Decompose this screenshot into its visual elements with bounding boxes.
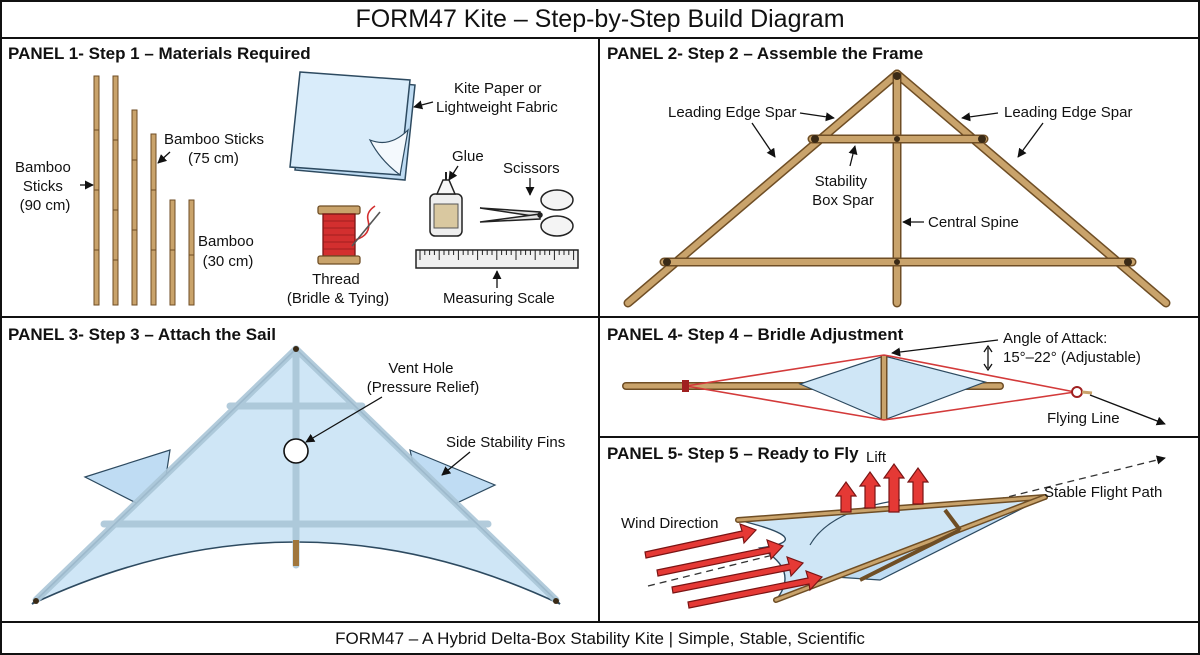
label-leading-edge-left: Leading Edge Spar xyxy=(668,104,796,121)
label-flight-path: Stable Flight Path xyxy=(1044,484,1162,501)
panel3-title: PANEL 3- Step 3 – Attach the Sail xyxy=(8,325,276,344)
label-wind-direction: Wind Direction xyxy=(621,515,719,532)
glue-bottle-icon xyxy=(429,172,463,237)
arrow-leading-edge-left-2 xyxy=(751,122,776,158)
arrow-flying-line xyxy=(1089,394,1166,426)
panel1-bamboo-sticks xyxy=(93,75,195,306)
label-leading-edge-right: Leading Edge Spar xyxy=(1004,104,1132,121)
arrow-leading-edge-left-1 xyxy=(799,112,835,122)
panel4-panel5-divider xyxy=(599,436,1200,438)
label-lift: Lift xyxy=(866,449,887,466)
label-scissors: Scissors xyxy=(503,160,560,177)
bridle-side-view xyxy=(622,354,1093,421)
row-divider xyxy=(0,316,1200,318)
label-glue: Glue xyxy=(452,148,484,165)
diagram-title: FORM47 Kite – Step-by-Step Build Diagram xyxy=(355,5,845,33)
column-divider xyxy=(598,38,600,622)
label-central-spine: Central Spine xyxy=(928,214,1019,231)
label-flying-line: Flying Line xyxy=(1047,410,1120,427)
label-kite-paper: Kite Paper or Lightweight Fabric xyxy=(436,80,558,116)
outer-border-left xyxy=(0,0,2,655)
footer-divider xyxy=(0,621,1200,623)
scissors-icon xyxy=(479,189,574,237)
arrow-leading-edge-right-2 xyxy=(1017,122,1044,158)
arrow-box-spar xyxy=(848,145,858,167)
arrow-side-fins xyxy=(441,451,471,476)
outer-border-top xyxy=(0,0,1200,2)
tow-point xyxy=(1071,386,1083,398)
arrow-kite-paper xyxy=(413,100,434,110)
vent-hole xyxy=(283,438,309,464)
diagram-footer: FORM47 – A Hybrid Delta-Box Stability Ki… xyxy=(335,629,865,648)
label-bamboo-30: Bamboo (30 cm) xyxy=(198,233,258,270)
lift-arrows xyxy=(834,462,930,513)
arrow-bamboo-75 xyxy=(157,151,171,164)
outer-border-right xyxy=(1198,0,1200,655)
sail-kite xyxy=(31,345,561,605)
arrow-angle-of-attack xyxy=(891,339,999,357)
arrow-leading-edge-right-1 xyxy=(961,112,999,122)
label-bamboo-75: Bamboo Sticks (75 cm) xyxy=(164,131,268,167)
label-thread: Thread (Bridle & Tying) xyxy=(287,271,389,307)
measuring-scale-icon xyxy=(415,249,579,269)
label-angle-of-attack: Angle of Attack: 15°–22° (Adjustable) xyxy=(1003,330,1141,366)
arrow-vent-hole xyxy=(305,396,383,443)
arrow-glue xyxy=(448,165,459,181)
outer-border-bottom xyxy=(0,653,1200,655)
frame-joints xyxy=(663,72,1132,266)
panel4-title: PANEL 4- Step 4 – Bridle Adjustment xyxy=(607,325,904,344)
label-vent-hole: Vent Hole (Pressure Relief) xyxy=(367,360,480,396)
panel1-bamboo-nodes xyxy=(94,129,194,261)
wind-arrows xyxy=(644,523,824,609)
panel5-title: PANEL 5- Step 5 – Ready to Fly xyxy=(607,444,859,463)
panel1-title: PANEL 1- Step 1 – Materials Required xyxy=(8,44,311,63)
title-divider xyxy=(0,37,1200,39)
label-side-fins: Side Stability Fins xyxy=(446,434,565,451)
label-measuring-scale: Measuring Scale xyxy=(443,290,555,307)
angle-indicator xyxy=(983,344,993,372)
thread-spool-icon xyxy=(317,205,381,265)
kite-paper-icon xyxy=(289,71,416,181)
panel2-title: PANEL 2- Step 2 – Assemble the Frame xyxy=(607,44,924,63)
label-bamboo-90: Bamboo Sticks (90 cm) xyxy=(15,159,75,214)
label-box-spar: Stability Box Spar xyxy=(812,173,874,209)
